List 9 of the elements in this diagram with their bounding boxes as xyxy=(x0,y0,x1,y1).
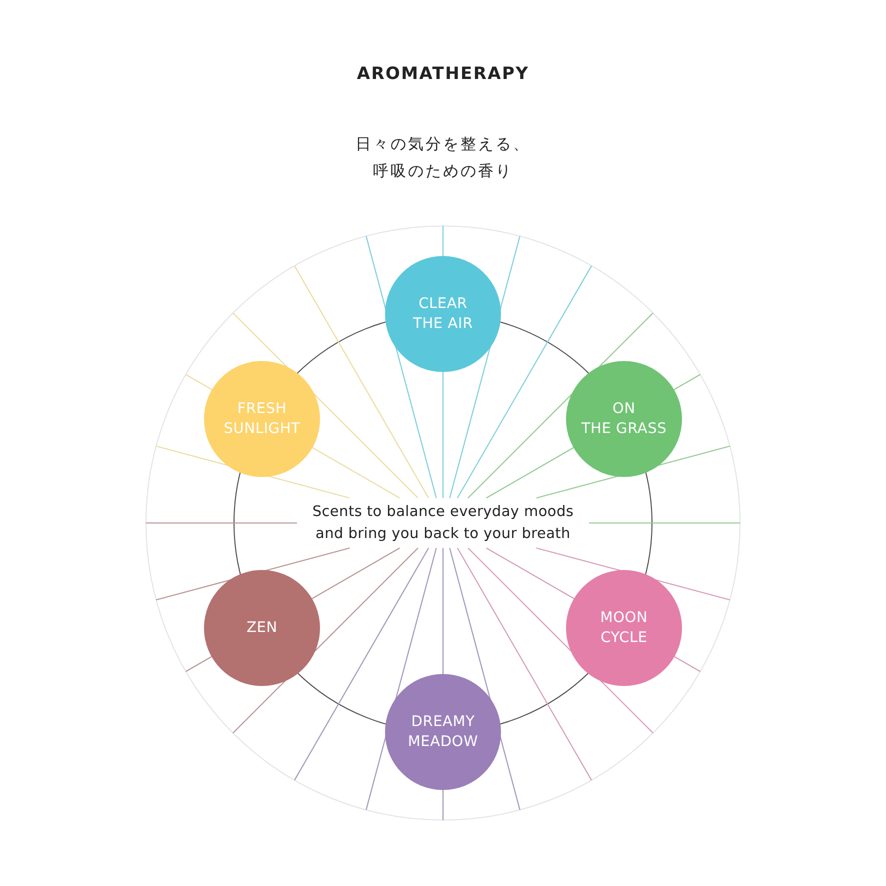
circle-label: DREAMY MEADOW xyxy=(408,713,478,752)
circle-label: ON THE GRASS xyxy=(581,400,667,438)
circle-label: FRESH SUNLIGHT xyxy=(224,400,300,438)
circle-label: CLEAR THE AIR xyxy=(413,295,473,334)
title: AROMATHERAPY xyxy=(356,63,530,85)
circle-label: MOON CYCLE xyxy=(600,608,648,648)
subtitle: 日々の気分を整える、呼吸のための香り xyxy=(354,134,532,182)
circle-label: ZEN xyxy=(246,618,278,638)
center-tagline: Scents to balance everyday moods and bring you back to your breath xyxy=(311,503,575,544)
